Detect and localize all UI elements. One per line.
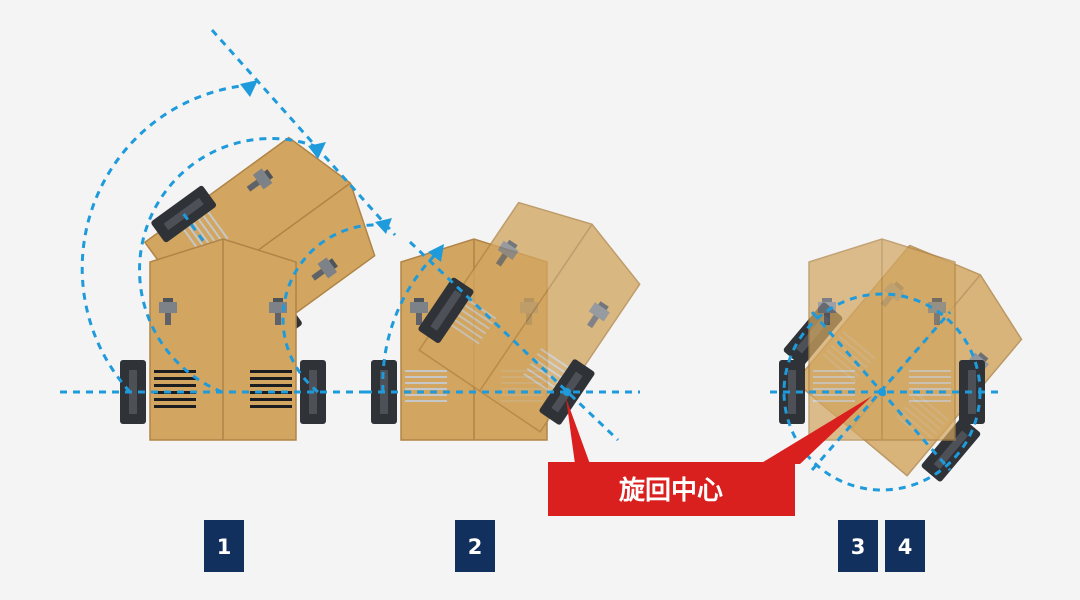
step-badge-1: 1 — [204, 520, 244, 572]
step1-arrowheads — [240, 80, 392, 234]
step1-guide-lines — [60, 29, 397, 394]
step2-guide-lines — [365, 240, 640, 442]
step-badge-2: 2 — [455, 520, 495, 572]
step2-group — [365, 176, 663, 442]
callout-label: 旋回中心 — [619, 476, 723, 506]
step2-arrowhead — [428, 244, 444, 262]
step-badge-4: 4 — [885, 520, 925, 572]
step34-group — [770, 209, 1059, 492]
step34-straight-robot — [779, 239, 985, 440]
step1-group — [60, 29, 397, 440]
step-badge-1-label: 1 — [217, 535, 232, 559]
pivot-center-callout: 旋回中心 — [548, 396, 872, 516]
spin-center-dot — [878, 388, 886, 396]
pivot-center-dot — [563, 388, 571, 396]
step-badge-2-label: 2 — [468, 535, 483, 559]
step-badge-4-label: 4 — [898, 535, 913, 559]
step-badge-3: 3 — [838, 520, 878, 572]
step-badge-3-label: 3 — [851, 535, 866, 559]
step1-start-robot — [120, 239, 326, 440]
